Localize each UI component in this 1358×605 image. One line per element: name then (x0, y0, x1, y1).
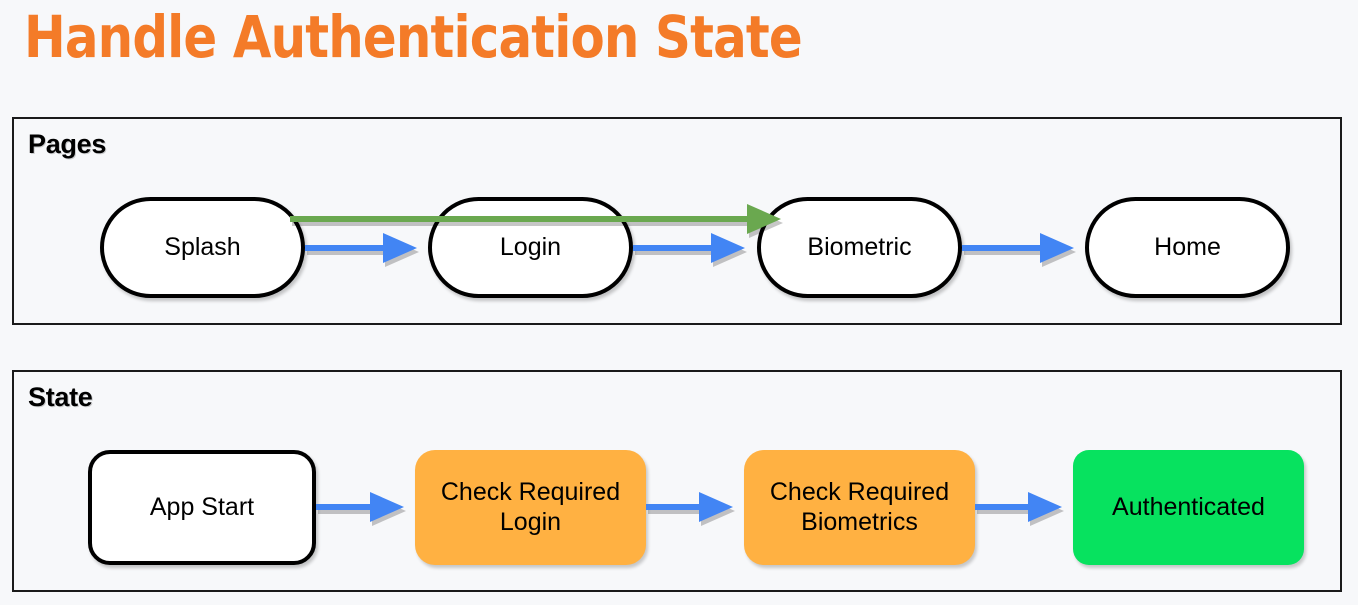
node-check-required-login-label: Check Required Login (440, 478, 621, 536)
node-biometric[interactable]: Biometric (757, 197, 962, 298)
state-group-label: State (28, 382, 93, 412)
node-authenticated-label: Authenticated (1112, 492, 1265, 521)
node-authenticated[interactable]: Authenticated (1073, 450, 1304, 565)
node-splash[interactable]: Splash (100, 197, 305, 298)
node-check-required-biometrics[interactable]: Check Required Biometrics (744, 450, 975, 565)
node-home-label: Home (1154, 232, 1221, 261)
node-home[interactable]: Home (1085, 197, 1290, 298)
pages-group-label: Pages (28, 129, 107, 159)
node-app-start[interactable]: App Start (88, 450, 316, 565)
node-biometric-label: Biometric (807, 232, 912, 261)
node-login-label: Login (499, 232, 562, 261)
node-check-required-biometrics-label: Check Required Biometrics (769, 478, 950, 536)
node-app-start-label: App Start (149, 492, 255, 521)
page-title: Handle Authentication State (24, 3, 803, 71)
node-splash-label: Splash (164, 232, 241, 261)
node-check-required-login[interactable]: Check Required Login (415, 450, 646, 565)
node-login[interactable]: Login (428, 197, 633, 298)
